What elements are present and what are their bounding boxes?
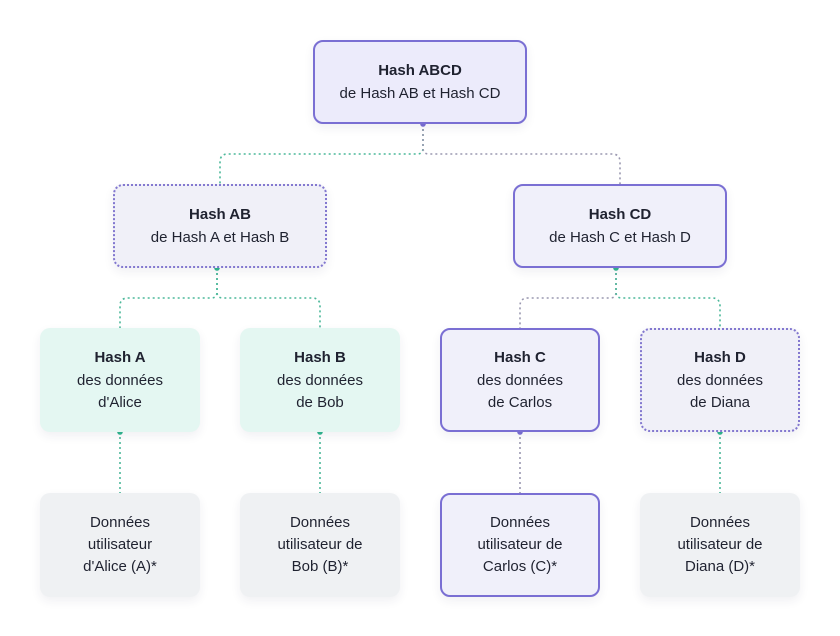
connector-root-to-ab bbox=[219, 124, 424, 186]
leaf-bob-data: Données utilisateur de Bob (B)* bbox=[240, 493, 400, 597]
leaf-line3: Diana (D)* bbox=[684, 558, 756, 575]
leaf-line2: utilisateur de bbox=[477, 536, 563, 553]
node-title: Hash CD bbox=[588, 205, 652, 223]
leaf-line2: utilisateur de bbox=[677, 536, 763, 553]
node-line1: des données bbox=[677, 371, 763, 389]
node-title: Hash ABCD bbox=[378, 61, 462, 79]
node-title: Hash D bbox=[694, 348, 746, 366]
connector-cd-to-c bbox=[519, 268, 617, 330]
leaf-line1: Données bbox=[489, 514, 551, 531]
connector-ab-to-a bbox=[119, 268, 218, 330]
leaf-line1: Données bbox=[289, 514, 351, 531]
node-line2: d'Alice bbox=[98, 393, 142, 411]
node-line2: de Carlos bbox=[487, 393, 553, 411]
leaf-line1: Données bbox=[89, 514, 151, 531]
leaf-line3: Carlos (C)* bbox=[482, 558, 558, 575]
node-hash-cd: Hash CD de Hash C et Hash D bbox=[513, 184, 727, 268]
leaf-alice-data: Données utilisateur d'Alice (A)* bbox=[40, 493, 200, 597]
connector-cd-to-d bbox=[615, 268, 721, 330]
connector-root-to-cd bbox=[422, 124, 621, 186]
node-line2: de Bob bbox=[296, 393, 344, 411]
node-title: Hash B bbox=[294, 348, 346, 366]
node-hash-a: Hash A des données d'Alice bbox=[40, 328, 200, 432]
node-line1: des données bbox=[77, 371, 163, 389]
leaf-line2: utilisateur de bbox=[277, 536, 363, 553]
node-subtitle: de Hash AB et Hash CD bbox=[339, 84, 501, 102]
leaf-line2: utilisateur bbox=[87, 536, 153, 553]
node-hash-ab: Hash AB de Hash A et Hash B bbox=[113, 184, 327, 268]
node-hash-c: Hash C des données de Carlos bbox=[440, 328, 600, 432]
leaf-line3: d'Alice (A)* bbox=[83, 558, 157, 575]
node-subtitle: de Hash A et Hash B bbox=[150, 228, 290, 246]
leaf-diana-data: Données utilisateur de Diana (D)* bbox=[640, 493, 800, 597]
leaf-line1: Données bbox=[689, 514, 751, 531]
node-title: Hash AB bbox=[189, 205, 251, 223]
node-line2: de Diana bbox=[689, 393, 751, 411]
connector-ab-to-b bbox=[216, 268, 321, 330]
node-title: Hash C bbox=[494, 348, 546, 366]
leaf-carlos-data: Données utilisateur de Carlos (C)* bbox=[440, 493, 600, 597]
node-line1: des données bbox=[477, 371, 563, 389]
node-hash-d: Hash D des données de Diana bbox=[640, 328, 800, 432]
node-subtitle: de Hash C et Hash D bbox=[549, 228, 691, 246]
leaf-line3: Bob (B)* bbox=[291, 558, 349, 575]
node-title: Hash A bbox=[94, 348, 146, 366]
node-line1: des données bbox=[277, 371, 363, 389]
node-hash-b: Hash B des données de Bob bbox=[240, 328, 400, 432]
node-hash-abcd: Hash ABCD de Hash AB et Hash CD bbox=[313, 40, 527, 124]
